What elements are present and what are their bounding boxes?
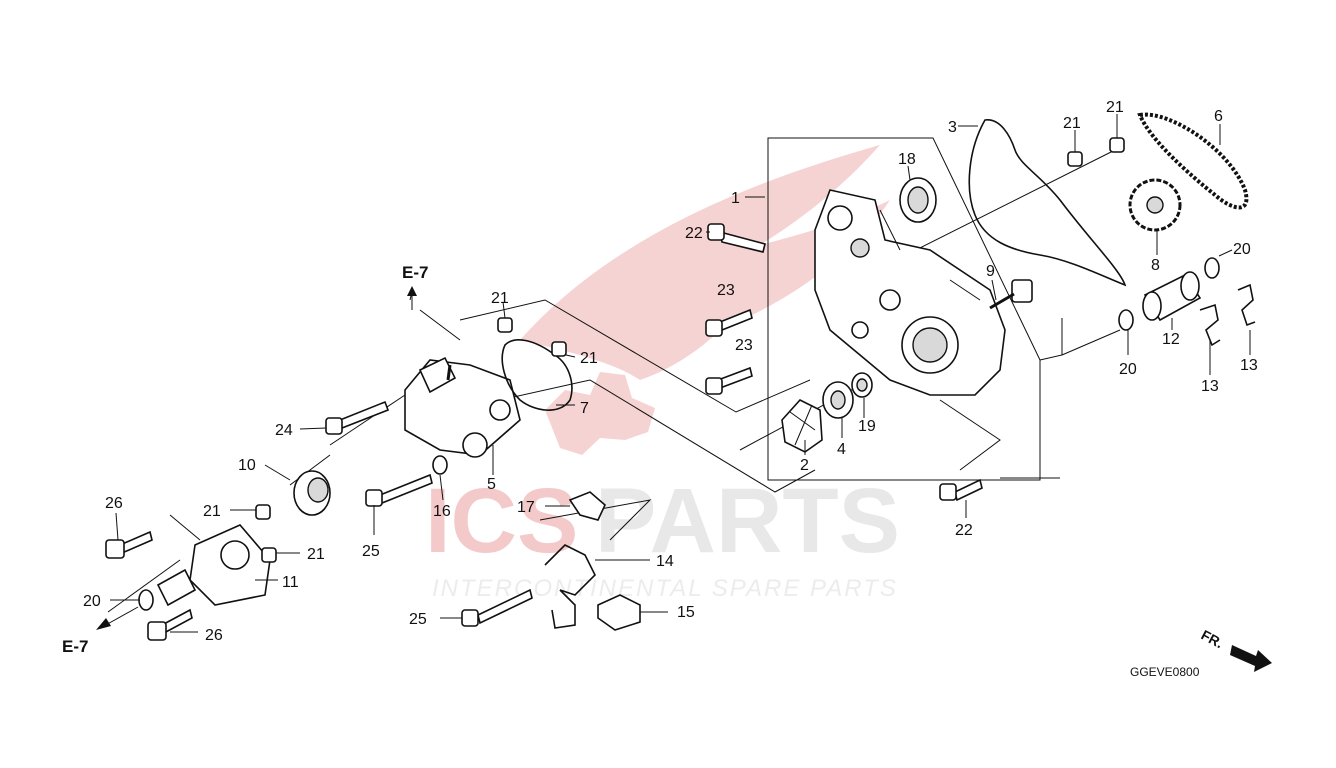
callout-5: 5 bbox=[487, 476, 496, 493]
watermark-brand-ics: ICS bbox=[425, 470, 578, 572]
sealing-washer bbox=[432, 455, 448, 475]
callout-4: 4 bbox=[837, 441, 846, 458]
seal-ring bbox=[851, 372, 873, 398]
watermark-wing-logo bbox=[520, 145, 890, 380]
callout-13-left: 13 bbox=[1201, 378, 1219, 395]
callout-15: 15 bbox=[677, 604, 695, 621]
callout-21-b: 21 bbox=[580, 350, 598, 367]
pump-sprocket bbox=[1128, 178, 1182, 232]
callout-10: 10 bbox=[238, 457, 256, 474]
o-ring-left bbox=[138, 589, 154, 611]
callout-20-upper-right: 20 bbox=[1233, 241, 1251, 258]
o-ring-right-lower bbox=[1118, 309, 1134, 331]
joint-collar bbox=[1142, 271, 1202, 322]
callout-22-lower: 22 bbox=[955, 522, 973, 539]
watermark-gear-logo bbox=[545, 372, 655, 455]
thermostat bbox=[293, 470, 331, 516]
leader-lines bbox=[96, 114, 1251, 633]
dowel-pin-2 bbox=[551, 341, 567, 357]
callout-20-left: 20 bbox=[83, 593, 101, 610]
clip-left bbox=[1199, 303, 1221, 347]
watermark: ICS PARTS INTERCONTINENTAL SPARE PARTS bbox=[425, 145, 900, 602]
front-arrow-icon bbox=[1230, 645, 1272, 672]
dowel-pin-1 bbox=[497, 317, 513, 333]
callout-6: 6 bbox=[1214, 108, 1223, 125]
callout-25-upper: 25 bbox=[362, 543, 380, 560]
callout-23-upper: 23 bbox=[717, 282, 735, 299]
thermostat-cover bbox=[156, 524, 271, 607]
bolts bbox=[105, 223, 983, 641]
callout-3: 3 bbox=[948, 119, 957, 136]
callout-26-lower: 26 bbox=[205, 627, 223, 644]
cross-reference-upper[interactable]: E-7 bbox=[402, 263, 428, 282]
hose-clamp bbox=[568, 491, 606, 521]
dowel-pin-4 bbox=[1109, 137, 1125, 153]
callout-14: 14 bbox=[656, 553, 674, 570]
callout-17: 17 bbox=[517, 499, 535, 516]
clip-right bbox=[1237, 283, 1256, 327]
callout-8: 8 bbox=[1151, 257, 1160, 274]
callout-20-lower-right: 20 bbox=[1119, 361, 1137, 378]
bracket-stay bbox=[544, 544, 596, 629]
front-label: FR. bbox=[1199, 627, 1226, 652]
callout-7: 7 bbox=[580, 400, 589, 417]
cross-reference-lower[interactable]: E-7 bbox=[62, 637, 88, 656]
dowel-pin-5 bbox=[255, 504, 271, 520]
callout-25-lower: 25 bbox=[409, 611, 427, 628]
callout-1: 1 bbox=[731, 190, 740, 207]
impeller bbox=[781, 399, 823, 453]
o-ring-right-upper bbox=[1204, 257, 1220, 279]
gasket bbox=[968, 119, 1127, 287]
rubber-cap bbox=[597, 594, 641, 631]
water-pump-body bbox=[814, 189, 1006, 396]
watermark-tagline: INTERCONTINENTAL SPARE PARTS bbox=[432, 575, 898, 602]
callout-11: 11 bbox=[282, 574, 299, 591]
watermark-brand-parts: PARTS bbox=[595, 470, 900, 572]
front-direction-indicator: FR. bbox=[1199, 627, 1272, 672]
assembly-guide-lines bbox=[107, 137, 1121, 613]
callout-16: 16 bbox=[433, 503, 451, 520]
callout-23-lower: 23 bbox=[735, 337, 753, 354]
callout-21-f: 21 bbox=[307, 546, 325, 563]
diagram-code: GGEVE0800 bbox=[1130, 665, 1200, 679]
callout-21-a: 21 bbox=[491, 290, 509, 307]
callout-18: 18 bbox=[898, 151, 916, 168]
callout-13-right: 13 bbox=[1240, 357, 1258, 374]
thermostat-gasket bbox=[501, 339, 573, 411]
callout-26-upper: 26 bbox=[105, 495, 123, 512]
mechanical-seal bbox=[822, 381, 854, 419]
callout-2: 2 bbox=[800, 457, 809, 474]
callout-22-upper: 22 bbox=[685, 225, 703, 242]
callout-numbers: 1 2 3 4 5 6 7 8 9 10 11 12 13 13 14 15 1… bbox=[83, 99, 1258, 644]
dowel-pin-6 bbox=[261, 547, 277, 563]
thermostat-housing bbox=[404, 356, 521, 458]
oil-seal bbox=[899, 177, 937, 223]
callout-12: 12 bbox=[1162, 331, 1180, 348]
callout-21-d: 21 bbox=[1106, 99, 1124, 116]
callout-21-e: 21 bbox=[203, 503, 221, 520]
pump-shaft bbox=[989, 279, 1033, 310]
callout-24: 24 bbox=[275, 422, 293, 439]
callout-9: 9 bbox=[986, 263, 995, 280]
callout-21-c: 21 bbox=[1063, 115, 1081, 132]
callout-19: 19 bbox=[858, 418, 876, 435]
dowel-pin-3 bbox=[1067, 151, 1083, 167]
drive-chain bbox=[1137, 112, 1249, 210]
